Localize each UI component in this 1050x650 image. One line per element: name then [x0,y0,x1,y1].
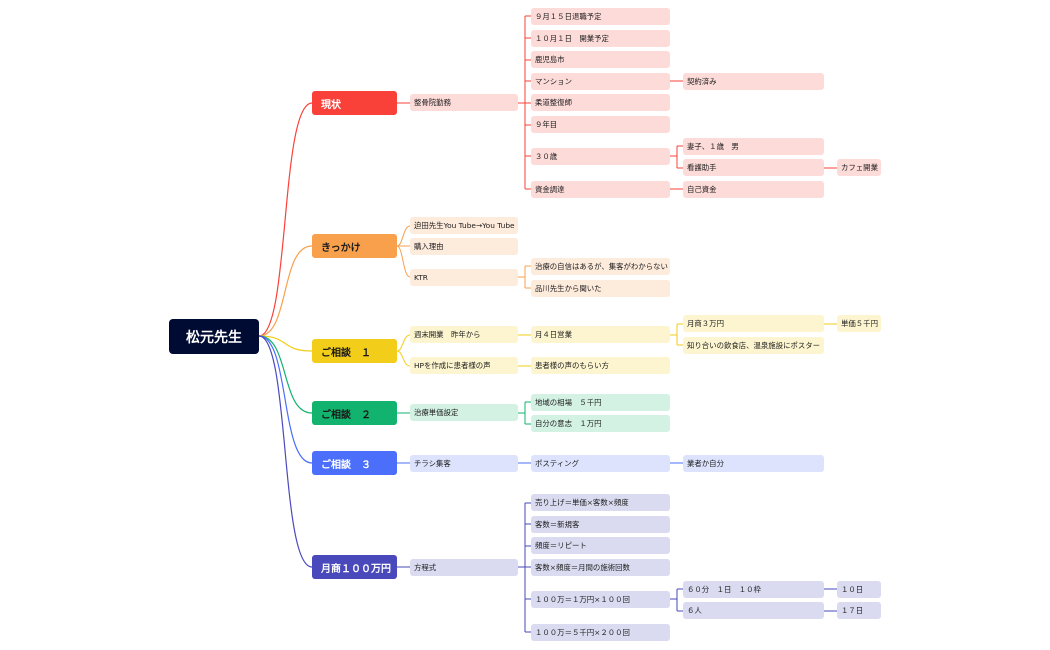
node-weekend-open[interactable]: 週末開業 昨年から [410,326,518,343]
node-self-funds[interactable]: 自己資金 [683,181,824,198]
root-to-branch-connector [258,245,313,337]
node-6-people[interactable]: ６人 [683,602,824,619]
connector [396,334,411,352]
root-to-branch-connector [258,102,313,337]
node-open-date[interactable]: １０月１日 開業予定 [531,30,670,47]
branch-consult-2[interactable]: ご相談 ２ [312,401,397,425]
node-contracted[interactable]: 契約済み [683,73,824,90]
node-60min-slots[interactable]: ６０分 １日 １０枠 [683,581,824,598]
node-17-days[interactable]: １７日 [837,602,881,619]
node-10-days[interactable]: １０日 [837,581,881,598]
node-new-customers[interactable]: 客数＝新規客 [531,516,670,533]
node-poster[interactable]: 知り合いの飲食店、温泉施設にポスター [683,337,824,354]
node-monthly-30k[interactable]: 月商３万円 [683,315,824,332]
node-ktr[interactable]: KTR [410,269,518,286]
branch-trigger[interactable]: きっかけ [312,234,397,258]
root-to-branch-connector [258,335,313,414]
node-vendor-or-self[interactable]: 業者か自分 [683,455,824,472]
node-family[interactable]: 妻子、１歳 男 [683,138,824,155]
node-1m-200[interactable]: １００万＝５千円×２００回 [531,624,670,641]
node-mansion[interactable]: マンション [531,73,670,90]
node-ninth-year[interactable]: ９年目 [531,116,670,133]
node-own-will[interactable]: 自分の意志 １万円 [531,415,670,432]
node-confidence[interactable]: 治療の自信はあるが、集客がわからない [531,258,670,275]
node-unit-price-5k[interactable]: 単価５千円 [837,315,881,332]
root-node[interactable]: 松元先生 [169,319,259,354]
connector [396,245,411,278]
root-to-branch-connector [258,335,313,464]
branch-current-status[interactable]: 現状 [312,91,397,115]
node-age-30[interactable]: ３０歳 [531,148,670,165]
node-sales-formula[interactable]: 売り上げ＝単価×客数×頻度 [531,494,670,511]
node-kagoshima[interactable]: 鹿児島市 [531,51,670,68]
node-hp-voice[interactable]: HPを作成に患者様の声 [410,357,518,374]
node-repeat[interactable]: 頻度＝リピート [531,537,670,554]
node-shinagawa[interactable]: 品川先生から聞いた [531,280,670,297]
root-to-branch-connector [258,335,313,568]
node-flyer[interactable]: チラシ集客 [410,455,518,472]
node-monthly-treatments[interactable]: 客数×頻度＝月間の施術回数 [531,559,670,576]
connector [396,350,411,367]
branch-consult-3[interactable]: ご相談 ３ [312,451,397,475]
node-local-rate[interactable]: 地域の相場 ５千円 [531,394,670,411]
branch-monthly-1m[interactable]: 月商１００万円 [312,555,397,579]
root-to-branch-connector [258,335,313,352]
node-get-voice[interactable]: 患者様の声のもらい方 [531,357,670,374]
node-nurse-aide[interactable]: 看護助手 [683,159,824,176]
node-1m-100[interactable]: １００万＝１万円×１００回 [531,591,670,608]
node-price-setting[interactable]: 治療単価設定 [410,404,518,421]
node-seikotsu-work[interactable]: 整骨院勤務 [410,94,518,111]
branch-consult-1[interactable]: ご相談 １ [312,339,397,363]
node-equation[interactable]: 方程式 [410,559,518,576]
node-purchase-reason[interactable]: 購入理由 [410,238,518,255]
node-sakoda-youtube[interactable]: 迫田先生You Tube→You Tube [410,217,518,234]
node-judo-therapist[interactable]: 柔道整復師 [531,94,670,111]
connector [396,225,411,247]
node-cafe-open[interactable]: カフェ開業 [837,159,881,176]
node-posting[interactable]: ポスティング [531,455,670,472]
node-funding[interactable]: 資金調達 [531,181,670,198]
node-retire-date[interactable]: ９月１５日退職予定 [531,8,670,25]
node-four-days[interactable]: 月４日営業 [531,326,670,343]
